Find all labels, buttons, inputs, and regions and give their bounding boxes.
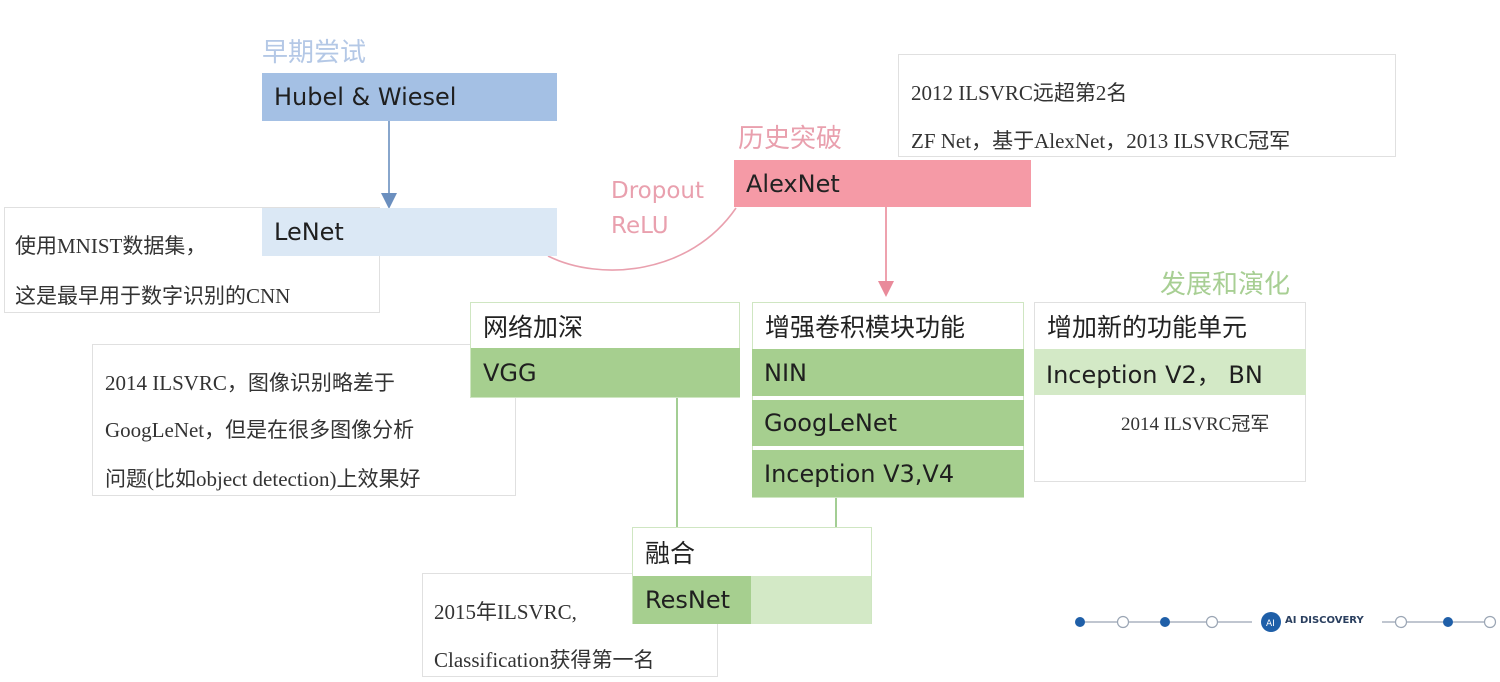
- nav-dot-6: [1443, 617, 1453, 627]
- newunit-note: 2014 ILSVRC冠军: [1121, 414, 1270, 435]
- node-hubel-wiesel: Hubel & Wiesel: [262, 73, 557, 121]
- node-lenet-overlay: LeNet: [262, 208, 380, 256]
- stage-title-breakthrough: 历史突破: [738, 124, 843, 154]
- node-googlenet: GoogLeNet: [752, 400, 1024, 446]
- node-nin: NIN: [752, 349, 1024, 396]
- svg-text:AI: AI: [1266, 619, 1275, 629]
- header-fusion: 融合: [633, 528, 871, 575]
- alexnet-note-card: 2012 ILSVRC远超第2名 ZF Net，基于AlexNet，2013 I…: [898, 54, 1396, 157]
- header-enhance: 增强卷积模块功能: [753, 303, 1023, 348]
- stage-title-evolution: 发展和演化: [1160, 270, 1291, 300]
- node-inception-v3-v4: Inception V3,V4: [752, 450, 1024, 497]
- fusion-bar-light: [751, 576, 871, 624]
- footer-nav: AI: [1075, 611, 1497, 633]
- alexnet-note-line-2: ZF Net，基于AlexNet，2013 ILSVRC冠军: [911, 129, 1291, 153]
- label-dropout: Dropout: [611, 178, 704, 204]
- nav-dot-2: [1116, 615, 1130, 629]
- footer-brand: AI DISCOVERY: [1285, 615, 1364, 626]
- curve-lenet-to-alexnet: [547, 207, 737, 271]
- vgg-note-line-1: 2014 ILSVRC，图像识别略差于: [105, 371, 395, 395]
- resnet-note-line-2: Classification获得第一名: [434, 648, 655, 672]
- nav-dot-3: [1160, 617, 1170, 627]
- label-relu: ReLU: [611, 213, 669, 239]
- vgg-note-line-3: 问题(比如object detection)上效果好: [105, 467, 421, 491]
- nav-dot-4: [1205, 615, 1219, 629]
- lenet-note-line-1: 使用MNIST数据集，: [15, 234, 207, 258]
- nav-dot-1: [1075, 617, 1085, 627]
- vgg-note-line-2: GoogLeNet，但是在很多图像分析: [105, 418, 415, 442]
- lenet-note-line-2: 这是最早用于数字识别的CNN: [15, 284, 291, 308]
- stage-title-early: 早期尝试: [262, 38, 367, 68]
- header-newunit: 增加新的功能单元: [1035, 303, 1305, 348]
- nav-dot-5: [1394, 615, 1408, 629]
- resnet-note-line-1: 2015年ILSVRC,: [434, 600, 577, 624]
- brand-logo-icon: [1261, 612, 1281, 632]
- node-vgg: VGG: [471, 348, 740, 397]
- vgg-note-card: 2014 ILSVRC，图像识别略差于 GoogLeNet，但是在很多图像分析 …: [92, 344, 516, 496]
- node-inception-v2-bn: Inception V2， BN: [1034, 349, 1306, 395]
- node-resnet: ResNet: [633, 576, 751, 624]
- header-deeper: 网络加深: [471, 303, 739, 348]
- node-alexnet: AlexNet: [734, 160, 1031, 207]
- alexnet-note-line-1: 2012 ILSVRC远超第2名: [911, 81, 1128, 105]
- nav-dot-7: [1483, 615, 1497, 629]
